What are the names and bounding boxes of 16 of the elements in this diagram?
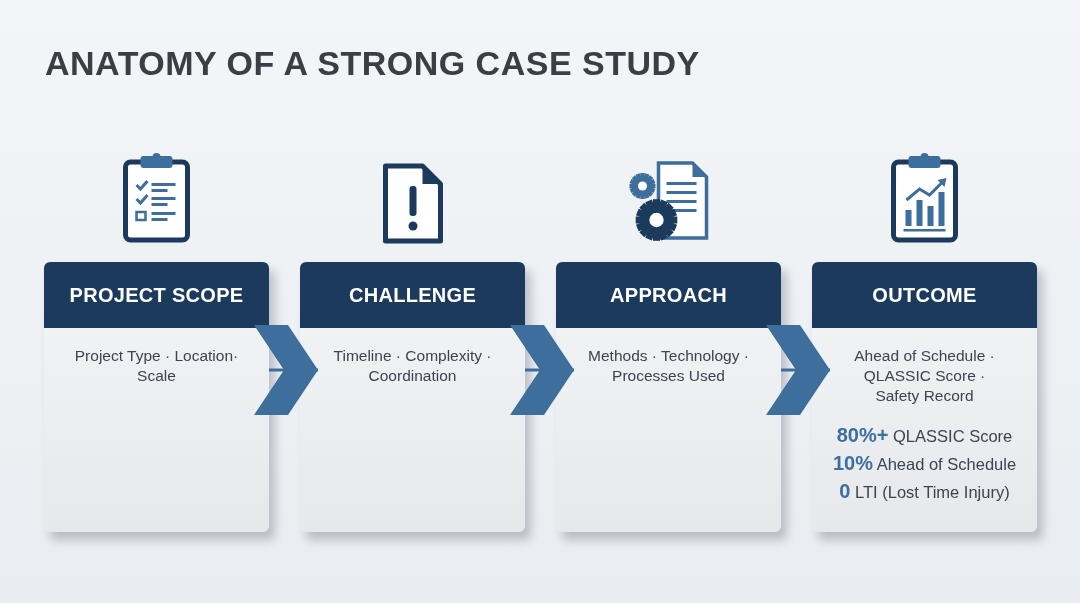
card-heading: CHALLENGE [348,283,477,307]
stat-line: 10% Ahead of Schedule [831,451,1018,476]
step-card [44,262,269,532]
diagram-title: ANATOMY OF A STRONG CASE STUDY [45,44,700,83]
stat-line: 0 LTI (Lost Time Injury) [838,479,1011,504]
card-description: Project Type · Location· Scale [73,346,240,386]
card-heading: OUTCOME [872,283,977,307]
step-card [556,262,781,532]
stat-line: 80%+ QLASSIC Score [835,423,1014,448]
step-card [300,262,525,532]
step-card [812,262,1037,532]
card-description: Timeline · Complexity · Coordination [332,346,493,386]
card-description: Methods · Technology · Processes Used [587,346,750,386]
card-heading: APPROACH [610,283,727,307]
card-heading: PROJECT SCOPE [69,283,244,307]
card-description: Ahead of Schedule · QLASSIC Score · Safety Record [853,346,996,406]
